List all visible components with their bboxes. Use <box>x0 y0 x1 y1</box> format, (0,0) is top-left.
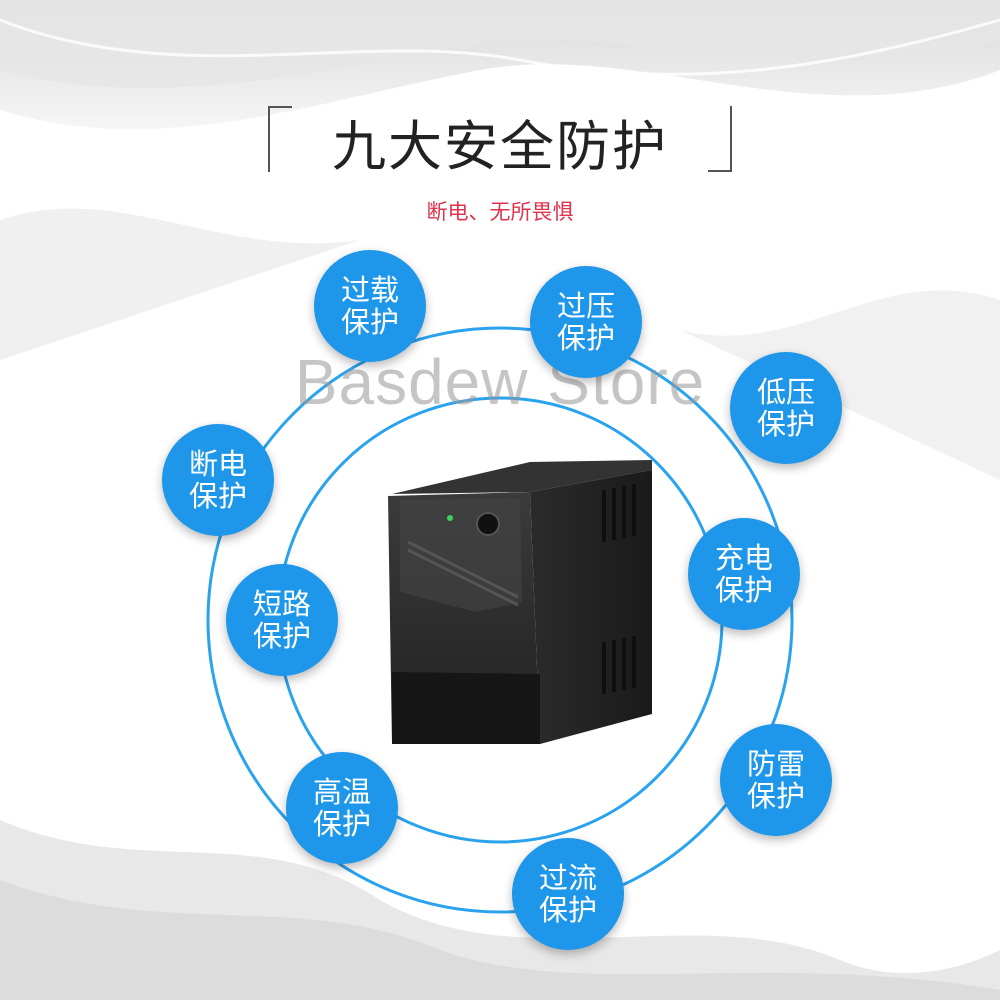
protection-charging: 充电 保护 <box>688 518 800 630</box>
page-subtitle: 断电、无所畏惧 <box>426 200 574 224</box>
protection-high-temperature: 高温 保护 <box>286 752 398 864</box>
ups-device-icon <box>388 460 652 744</box>
title-bracket-right <box>708 106 732 172</box>
protection-overcurrent: 过流 保护 <box>512 838 624 950</box>
page-title: 九大安全防护 <box>332 115 668 178</box>
protection-power-failure: 断电 保护 <box>162 424 274 536</box>
protection-undervoltage: 低压 保护 <box>730 352 842 464</box>
title-block: 九大安全防护 <box>0 96 1000 186</box>
protection-overvoltage: 过压 保护 <box>530 266 642 378</box>
title-bracket-left <box>268 106 292 172</box>
protection-overload: 过载 保护 <box>314 250 426 362</box>
protection-lightning: 防雷 保护 <box>720 724 832 836</box>
store-watermark: Basdew Store <box>294 346 706 418</box>
protection-short-circuit: 短路 保护 <box>226 564 338 676</box>
